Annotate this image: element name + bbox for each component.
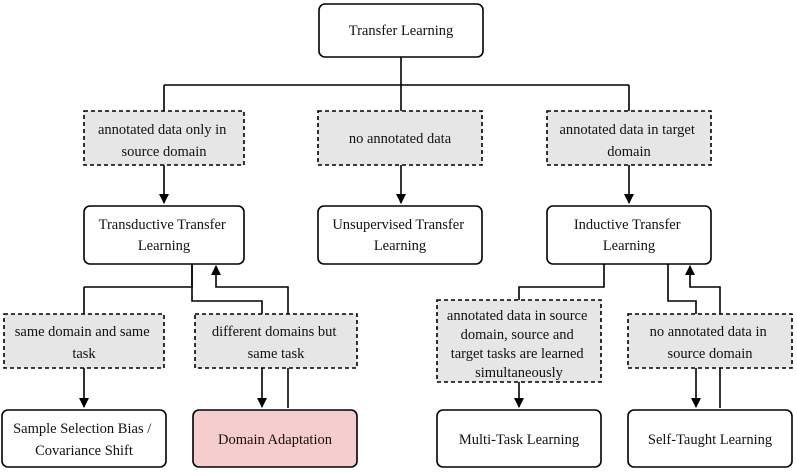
condition-different-domains-same-task: different domains but same task xyxy=(194,313,358,369)
condition-annotated-target: annotated data in target domain xyxy=(546,110,712,166)
edge-inductive-left xyxy=(518,264,605,300)
node-inductive-transfer-learning: Inductive Transfer Learning xyxy=(546,205,712,265)
condition-no-annotated-data-text: no annotated data xyxy=(349,131,452,147)
edge-no-source-return xyxy=(685,265,721,314)
node-transfer-learning: Transfer Learning xyxy=(318,3,484,58)
node-inductive-text: Inductive Transfer Learning xyxy=(574,217,684,254)
edge-inductive-right xyxy=(667,264,697,314)
node-transductive-text: Transductive Transfer Learning xyxy=(99,217,230,254)
edge-diff-domain-return xyxy=(211,265,289,314)
condition-no-annotated-source-text: no annotated data in source domain xyxy=(650,324,771,362)
condition-same-domain-same-task: same domain and same task xyxy=(3,313,165,369)
node-transductive-transfer-learning: Transductive Transfer Learning xyxy=(83,205,245,265)
node-sample-selection-bias: Sample Selection Bias / Covariance Shift xyxy=(1,409,167,468)
condition-source-simultaneous-text: annotated data in source domain, source … xyxy=(447,308,591,381)
condition-annotated-source-only: annotated data only in source domain xyxy=(83,110,245,166)
condition-annotated-source-simultaneous: annotated data in source domain, source … xyxy=(436,299,602,383)
edge-transductive-diff-domain xyxy=(191,264,263,314)
nodes: Transfer Learning annotated data only in… xyxy=(1,3,793,468)
node-unsupervised-transfer-learning: Unsupervised Transfer Learning xyxy=(317,205,483,265)
node-domain-adaptation-text: Domain Adaptation xyxy=(218,432,333,448)
condition-annotated-source-only-text: annotated data only in source domain xyxy=(98,122,230,160)
node-self-taught-learning: Self-Taught Learning xyxy=(627,409,793,468)
node-transfer-learning-text: Transfer Learning xyxy=(349,23,454,39)
edges xyxy=(79,57,721,408)
condition-annotated-target-text: annotated data in target domain xyxy=(559,122,698,160)
node-multitask-text: Multi-Task Learning xyxy=(459,432,579,448)
edge-transductive-bus xyxy=(84,264,193,288)
node-multi-task-learning: Multi-Task Learning xyxy=(436,409,602,468)
condition-no-annotated-data: no annotated data xyxy=(317,110,483,166)
condition-same-domain-text: same domain and same task xyxy=(15,324,154,362)
condition-different-domains-text: different domains but same task xyxy=(212,324,340,362)
node-domain-adaptation: Domain Adaptation xyxy=(192,409,358,468)
node-sample-selection-text: Sample Selection Bias / Covariance Shift xyxy=(13,421,155,459)
node-selftaught-text: Self-Taught Learning xyxy=(648,432,772,448)
condition-no-annotated-source: no annotated data in source domain xyxy=(627,313,793,369)
node-unsupervised-text: Unsupervised Transfer Learning xyxy=(332,217,467,254)
